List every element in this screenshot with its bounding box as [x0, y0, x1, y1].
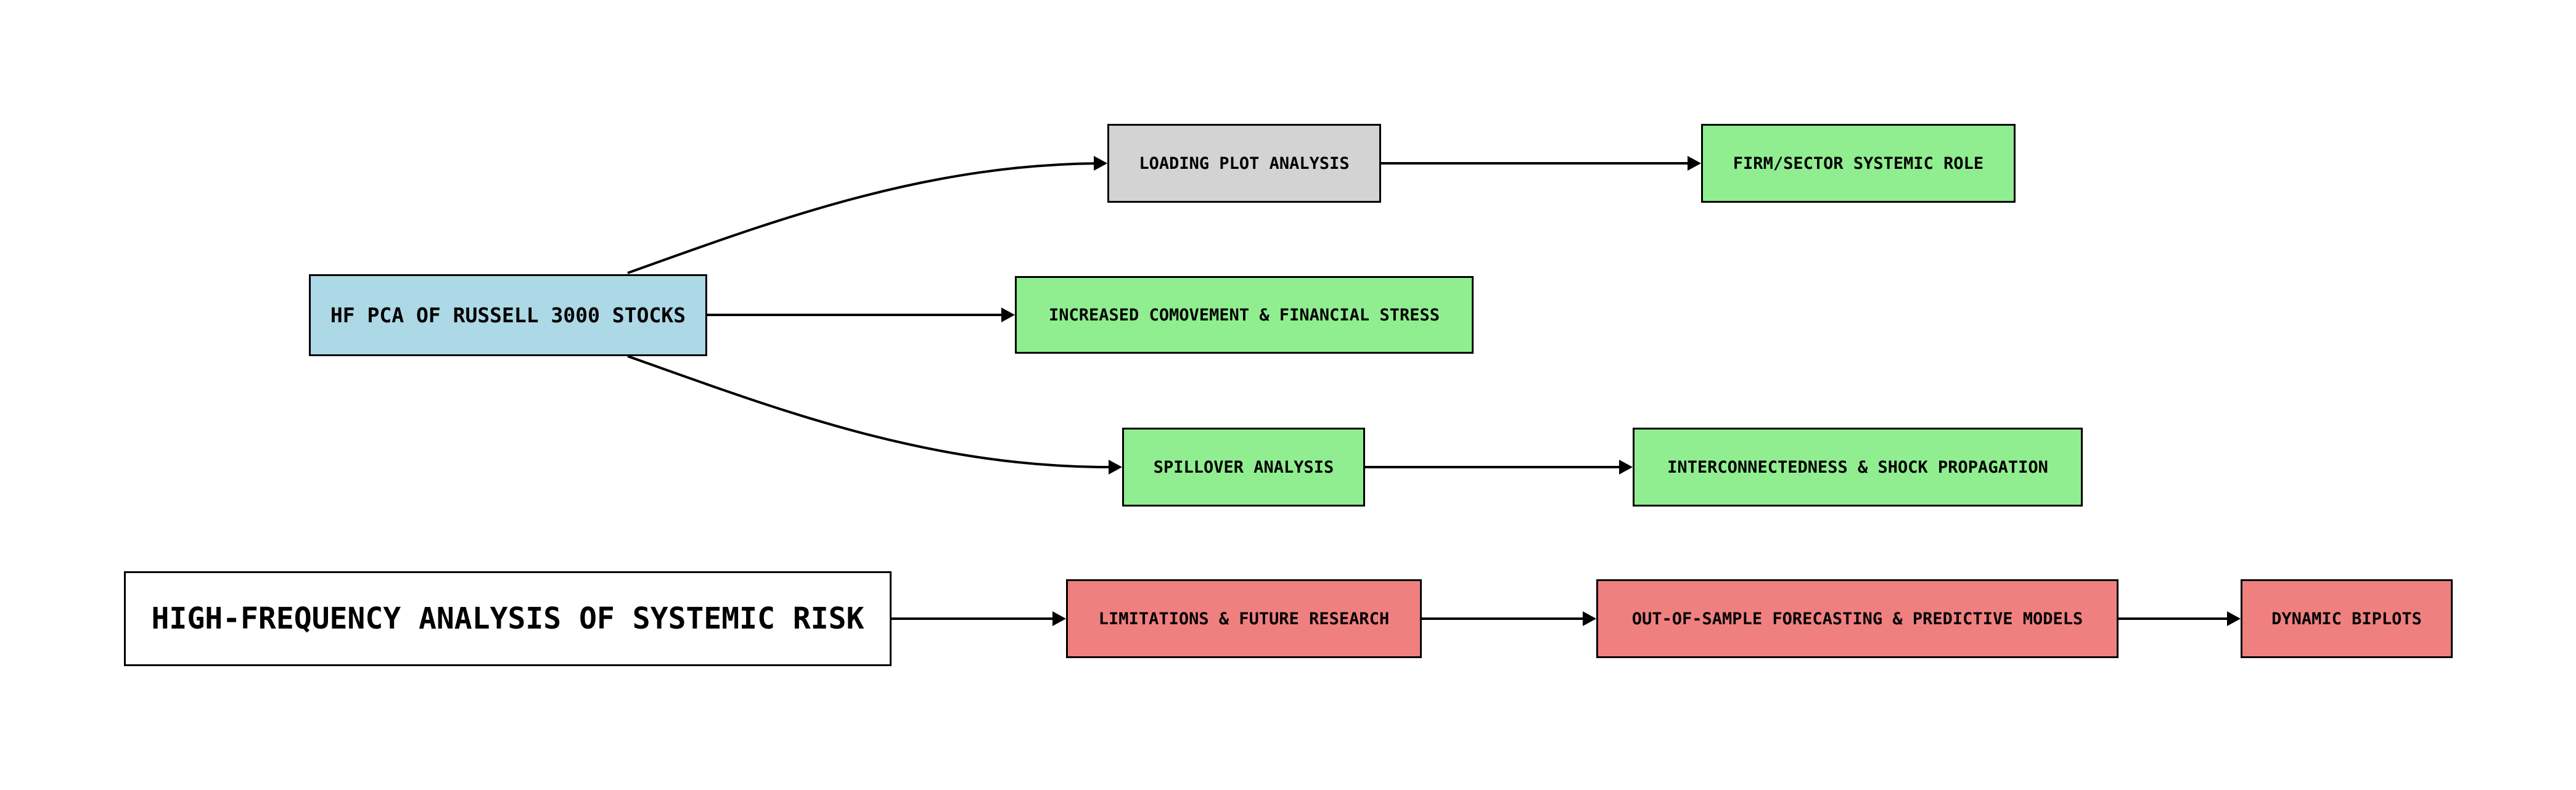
node-hf-pca: HF PCA OF RUSSELL 3000 STOCKS — [309, 274, 707, 356]
arrowhead-limitations — [1052, 611, 1066, 626]
node-loading-plot: LOADING PLOT ANALYSIS — [1107, 124, 1381, 203]
node-limitations-label: LIMITATIONS & FUTURE RESEARCH — [1098, 609, 1390, 629]
node-biplots-label: DYNAMIC BIPLOTS — [2271, 609, 2422, 629]
node-title: HIGH-FREQUENCY ANALYSIS OF SYSTEMIC RISK — [124, 571, 892, 666]
edge-hfpca-to-spillover — [627, 355, 1109, 468]
arrowhead-firm-sector — [1688, 156, 1701, 171]
node-limitations: LIMITATIONS & FUTURE RESEARCH — [1066, 579, 1422, 658]
node-firm-sector-label: FIRM/SECTOR SYSTEMIC ROLE — [1733, 153, 1984, 173]
arrowhead-interconnectedness — [1619, 460, 1633, 474]
arrowhead-comovement — [1001, 307, 1015, 322]
node-interconnectedness: INTERCONNECTEDNESS & SHOCK PROPAGATION — [1633, 428, 2083, 507]
arrowhead-loading-plot — [1094, 156, 1107, 171]
node-hf-pca-label: HF PCA OF RUSSELL 3000 STOCKS — [330, 303, 686, 327]
node-interconnectedness-label: INTERCONNECTEDNESS & SHOCK PROPAGATION — [1667, 457, 2048, 477]
node-loading-plot-label: LOADING PLOT ANALYSIS — [1139, 153, 1350, 173]
node-forecasting: OUT-OF-SAMPLE FORECASTING & PREDICTIVE M… — [1596, 579, 2119, 658]
node-comovement: INCREASED COMOVEMENT & FINANCIAL STRESS — [1015, 276, 1474, 354]
node-spillover: SPILLOVER ANALYSIS — [1122, 428, 1365, 507]
arrowhead-spillover — [1109, 460, 1122, 474]
node-comovement-label: INCREASED COMOVEMENT & FINANCIAL STRESS — [1049, 305, 1440, 325]
arrowhead-forecasting — [1583, 611, 1596, 626]
edge-hfpca-to-loading-plot — [627, 162, 1105, 274]
node-spillover-label: SPILLOVER ANALYSIS — [1153, 457, 1334, 477]
node-firm-sector: FIRM/SECTOR SYSTEMIC ROLE — [1701, 124, 2016, 203]
arrowhead-biplots — [2227, 611, 2241, 626]
node-biplots: DYNAMIC BIPLOTS — [2241, 579, 2453, 658]
node-title-label: HIGH-FREQUENCY ANALYSIS OF SYSTEMIC RISK — [151, 601, 864, 636]
node-forecasting-label: OUT-OF-SAMPLE FORECASTING & PREDICTIVE M… — [1631, 609, 2083, 629]
